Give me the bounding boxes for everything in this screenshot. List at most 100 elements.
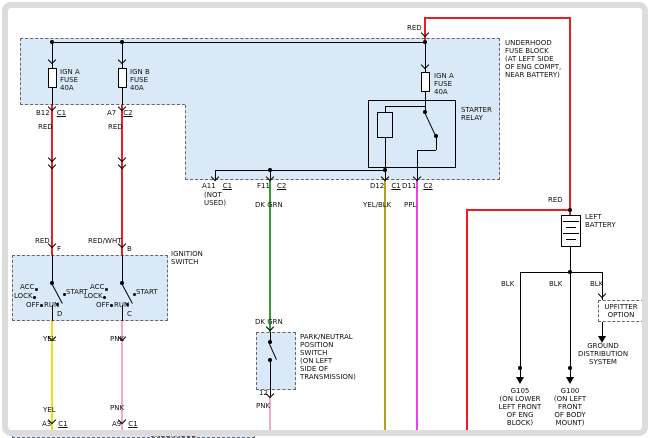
connector-pin: F11 bbox=[257, 182, 270, 190]
relay-contact-dot bbox=[434, 134, 438, 138]
connector-pin: D12 bbox=[370, 182, 385, 190]
red-wire bbox=[466, 209, 468, 436]
connector-id: C1 bbox=[222, 182, 233, 190]
arrow-down-icon bbox=[117, 160, 127, 170]
arrow-down-icon bbox=[420, 28, 430, 38]
starter-relay-box bbox=[368, 100, 456, 168]
ground-g100-label: G100 (ON LEFT FRONT OF BODY MOUNT) bbox=[553, 387, 587, 427]
connector-a11: A11 C1 bbox=[202, 182, 232, 190]
connector-pin: A11 bbox=[202, 182, 216, 190]
black-wire bbox=[52, 305, 53, 321]
wire-label-red: RED bbox=[548, 196, 563, 204]
wire-label-red-wht: RED/WHT bbox=[88, 237, 122, 245]
switch-contact-dot bbox=[268, 340, 272, 344]
black-wire bbox=[52, 88, 53, 105]
underhood-bottom-block bbox=[12, 430, 255, 438]
black-wire bbox=[52, 255, 53, 283]
position-label-run: RUN bbox=[44, 301, 60, 309]
yel-blk-wire bbox=[384, 180, 386, 436]
position-label-off: OFF bbox=[96, 301, 110, 309]
connector-id: C1 bbox=[56, 109, 67, 117]
black-wire bbox=[425, 100, 426, 112]
wire-label-dk-grn: DK GRN bbox=[255, 318, 283, 326]
fuse-block-step-edge bbox=[185, 105, 186, 180]
black-wire bbox=[122, 88, 123, 105]
junction-dot bbox=[268, 168, 272, 172]
terminal-b-label: B bbox=[127, 245, 132, 253]
black-wire bbox=[417, 150, 436, 151]
black-wire bbox=[385, 138, 386, 180]
connector-id: C2 bbox=[123, 109, 133, 117]
terminal-c-label: C bbox=[127, 310, 132, 318]
ground-dot bbox=[518, 366, 522, 370]
relay-coil-symbol bbox=[377, 112, 393, 138]
position-label-run: RUN bbox=[114, 301, 130, 309]
fuse-symbol bbox=[421, 72, 430, 92]
wire-label-blk: BLK bbox=[501, 280, 515, 288]
purple-wire bbox=[416, 180, 418, 436]
wire-label-yel-blk: YEL/BLK bbox=[363, 201, 392, 209]
black-wire bbox=[385, 106, 425, 107]
connector-id: C1 bbox=[128, 420, 138, 428]
battery-label: LEFT BATTERY bbox=[585, 213, 616, 229]
connector-pin: A3 bbox=[42, 420, 52, 428]
connector-f11: F11 C2 bbox=[257, 182, 286, 190]
underhood-bottom-label: UNDERHOOD bbox=[150, 431, 197, 438]
junction-dot bbox=[568, 208, 572, 212]
connector-a7: A7 C2 bbox=[107, 109, 133, 117]
black-wire bbox=[122, 255, 123, 283]
switch-pivot-dot bbox=[50, 281, 54, 285]
connector-id: C2 bbox=[276, 182, 287, 190]
arrowhead-down-icon bbox=[598, 336, 606, 343]
black-wire bbox=[425, 92, 426, 100]
junction-dot bbox=[50, 40, 54, 44]
position-label-acc: ACC bbox=[90, 283, 105, 291]
connector-id: C2 bbox=[423, 182, 433, 190]
black-wire bbox=[122, 305, 123, 321]
black-wire bbox=[215, 170, 385, 171]
red-wire bbox=[424, 17, 571, 19]
black-wire bbox=[215, 170, 216, 180]
ground-g105-label: G105 (ON LOWER LEFT FRONT OF ENG BLOCK) bbox=[498, 387, 542, 427]
wire-label-red: RED bbox=[38, 123, 53, 131]
wire-label-ppl: PPL bbox=[404, 201, 417, 209]
ground-distribution-label: GROUND DISTRIBUTION SYSTEM bbox=[577, 342, 629, 366]
contact-dot-start bbox=[63, 293, 66, 296]
underhood-fuse-block-left bbox=[20, 38, 185, 105]
underhood-fuse-block-label: UNDERHOOD FUSE BLOCK (AT LEFT SIDE OF EN… bbox=[505, 39, 562, 79]
fuse-label-ign-a: IGN A FUSE 40A bbox=[60, 68, 80, 92]
wire-label-red: RED bbox=[35, 237, 50, 245]
black-wire bbox=[270, 332, 271, 342]
contact-dot-run bbox=[126, 303, 129, 306]
dk-green-wire bbox=[269, 180, 271, 332]
black-wire bbox=[417, 150, 418, 180]
ground-arrow-icon bbox=[566, 377, 574, 384]
battery-cell-line bbox=[566, 227, 576, 228]
wire-label-yel: YEL bbox=[43, 406, 56, 414]
black-wire bbox=[570, 272, 571, 368]
red-wht-wire bbox=[121, 105, 123, 255]
contact-dot-lock bbox=[103, 296, 106, 299]
wire-label-pnk: PNK bbox=[256, 402, 271, 410]
black-wire bbox=[385, 106, 386, 112]
junction-dot bbox=[423, 40, 427, 44]
connector-pin: A7 bbox=[107, 109, 117, 117]
arrow-down-icon bbox=[597, 289, 607, 299]
black-wire bbox=[602, 322, 603, 336]
red-wire bbox=[424, 17, 426, 42]
fuse-label-ign-b: IGN B FUSE 40A bbox=[130, 68, 150, 92]
connector-pin: A9 bbox=[112, 420, 122, 428]
starter-relay-label: STARTER RELAY bbox=[461, 106, 492, 122]
wire-label-pnk: PNK bbox=[110, 335, 125, 343]
black-wire bbox=[425, 42, 426, 72]
battery-cell-line bbox=[563, 233, 579, 234]
pink-wire bbox=[121, 321, 123, 430]
red-wire bbox=[466, 209, 570, 211]
ground-bus-wire bbox=[520, 272, 602, 273]
position-label-lock: LOCK bbox=[14, 292, 33, 300]
black-wire bbox=[570, 368, 571, 377]
contact-dot-off bbox=[40, 304, 43, 307]
